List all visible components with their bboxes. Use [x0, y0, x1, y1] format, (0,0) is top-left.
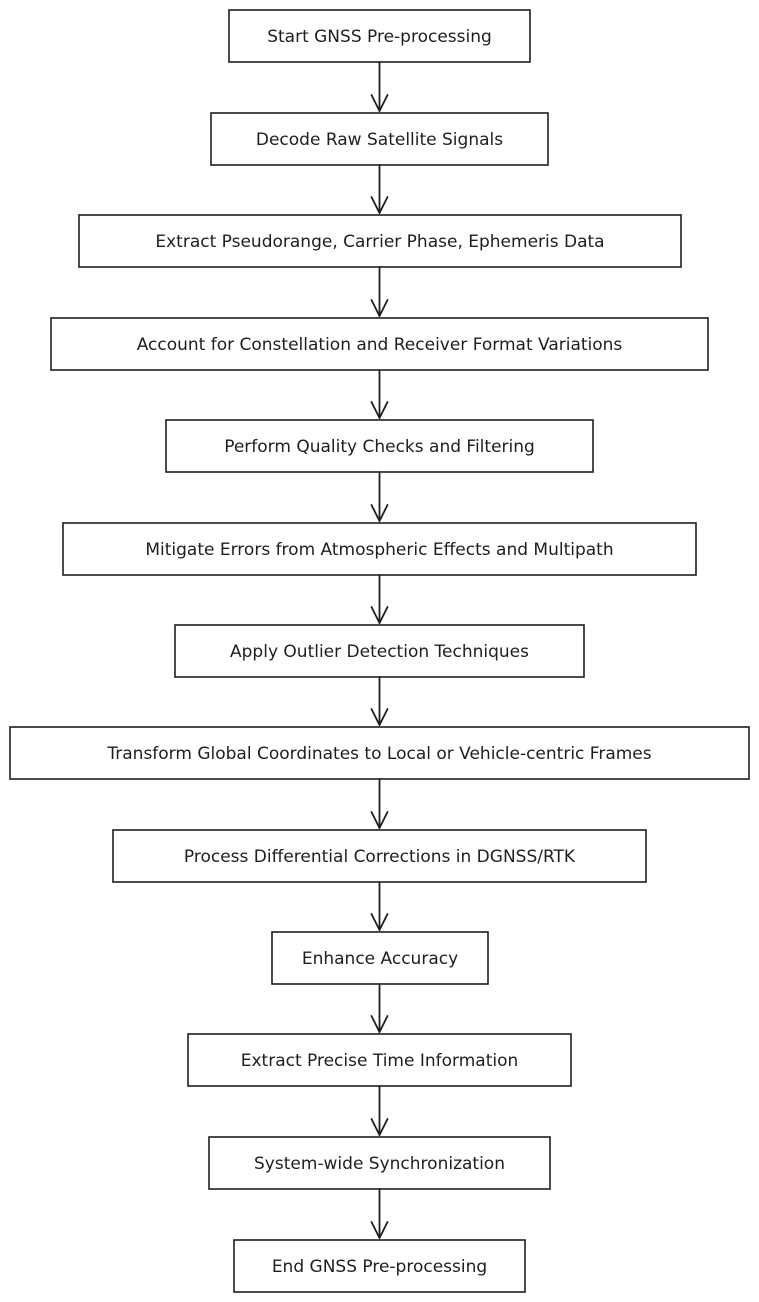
step-label: Extract Pseudorange, Carrier Phase, Ephe…: [155, 232, 604, 252]
step-box-start: Start GNSS Pre-processing: [228, 9, 531, 63]
arrow-connector: [370, 61, 389, 112]
step-label: Extract Precise Time Information: [241, 1051, 519, 1071]
step-box-border: [9, 726, 750, 780]
step-box-border: [233, 1239, 526, 1293]
step-box-border: [208, 1136, 551, 1190]
step-box-border: [210, 112, 549, 166]
step-label: Transform Global Coordinates to Local or…: [106, 744, 651, 764]
step-box-synchronization: System-wide Synchronization: [208, 1136, 551, 1190]
step-box-border: [62, 522, 697, 576]
step-box-transform-coordinates: Transform Global Coordinates to Local or…: [9, 726, 750, 780]
step-label: System-wide Synchronization: [254, 1154, 505, 1174]
arrow-head-icon: [370, 708, 389, 726]
step-label: Decode Raw Satellite Signals: [256, 130, 503, 150]
arrow-connector: [370, 778, 389, 829]
arrow-connector: [370, 1188, 389, 1239]
step-box-border: [112, 829, 647, 883]
step-label: End GNSS Pre-processing: [272, 1257, 487, 1277]
step-box-quality-checks: Perform Quality Checks and Filtering: [165, 419, 594, 473]
step-label: Enhance Accuracy: [302, 949, 458, 969]
step-label: Apply Outlier Detection Techniques: [230, 642, 529, 662]
step-box-border: [165, 419, 594, 473]
arrow-head-icon: [370, 913, 389, 931]
step-box-differential-corrections: Process Differential Corrections in DGNS…: [112, 829, 647, 883]
step-box-border: [78, 214, 682, 268]
arrow-head-icon: [370, 299, 389, 317]
step-box-end: End GNSS Pre-processing: [233, 1239, 526, 1293]
step-box-border: [187, 1033, 572, 1087]
arrow-connector: [370, 369, 389, 419]
arrow-connector: [370, 1085, 389, 1136]
arrow-head-icon: [370, 401, 389, 419]
arrow-head-icon: [370, 196, 389, 214]
arrow-connector: [370, 266, 389, 317]
step-label: Process Differential Corrections in DGNS…: [184, 847, 576, 867]
step-label: Perform Quality Checks and Filtering: [224, 437, 535, 457]
step-box-extract-time: Extract Precise Time Information: [187, 1033, 572, 1087]
step-box-border: [271, 931, 489, 985]
step-box-extract-data: Extract Pseudorange, Carrier Phase, Ephe…: [78, 214, 682, 268]
step-box-format-variations: Account for Constellation and Receiver F…: [50, 317, 709, 371]
step-box-border: [174, 624, 585, 678]
arrow-head-icon: [370, 1015, 389, 1033]
arrow-connector: [370, 676, 389, 726]
arrow-connector: [370, 881, 389, 931]
step-label: Mitigate Errors from Atmospheric Effects…: [145, 540, 613, 560]
arrow-connector: [370, 574, 389, 624]
step-label: Account for Constellation and Receiver F…: [137, 335, 623, 355]
arrow-head-icon: [370, 606, 389, 624]
arrow-connector: [370, 983, 389, 1033]
step-box-border: [50, 317, 709, 371]
step-box-outlier-detection: Apply Outlier Detection Techniques: [174, 624, 585, 678]
arrow-head-icon: [370, 504, 389, 522]
step-box-border: [228, 9, 531, 63]
arrow-head-icon: [370, 1118, 389, 1136]
arrow-connector: [370, 164, 389, 214]
arrow-connector: [370, 471, 389, 522]
arrow-head-icon: [370, 94, 389, 112]
arrow-head-icon: [370, 1221, 389, 1239]
step-box-mitigate-errors: Mitigate Errors from Atmospheric Effects…: [62, 522, 697, 576]
arrow-head-icon: [370, 811, 389, 829]
step-box-decode: Decode Raw Satellite Signals: [210, 112, 549, 166]
step-box-enhance-accuracy: Enhance Accuracy: [271, 931, 489, 985]
step-label: Start GNSS Pre-processing: [267, 27, 492, 47]
